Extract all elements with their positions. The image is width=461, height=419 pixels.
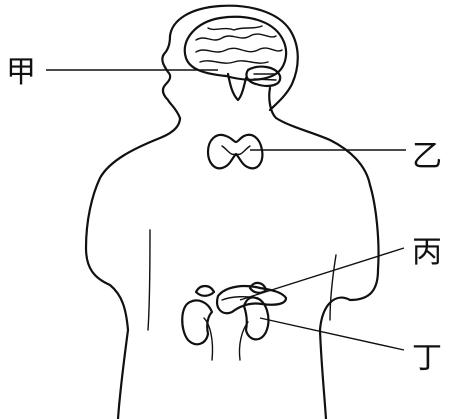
label-jia: 甲 — [6, 55, 36, 90]
body-outline — [86, 6, 379, 419]
leader-line-bing — [240, 248, 404, 300]
label-bing: 丙 — [412, 235, 442, 270]
thyroid-icon — [208, 135, 262, 169]
label-ding: 丁 — [412, 341, 442, 376]
leader-line-ding — [260, 318, 404, 350]
adrenal-gland-icon — [196, 283, 266, 296]
label-yi: 乙 — [412, 139, 442, 174]
kidney-icon — [182, 297, 268, 360]
